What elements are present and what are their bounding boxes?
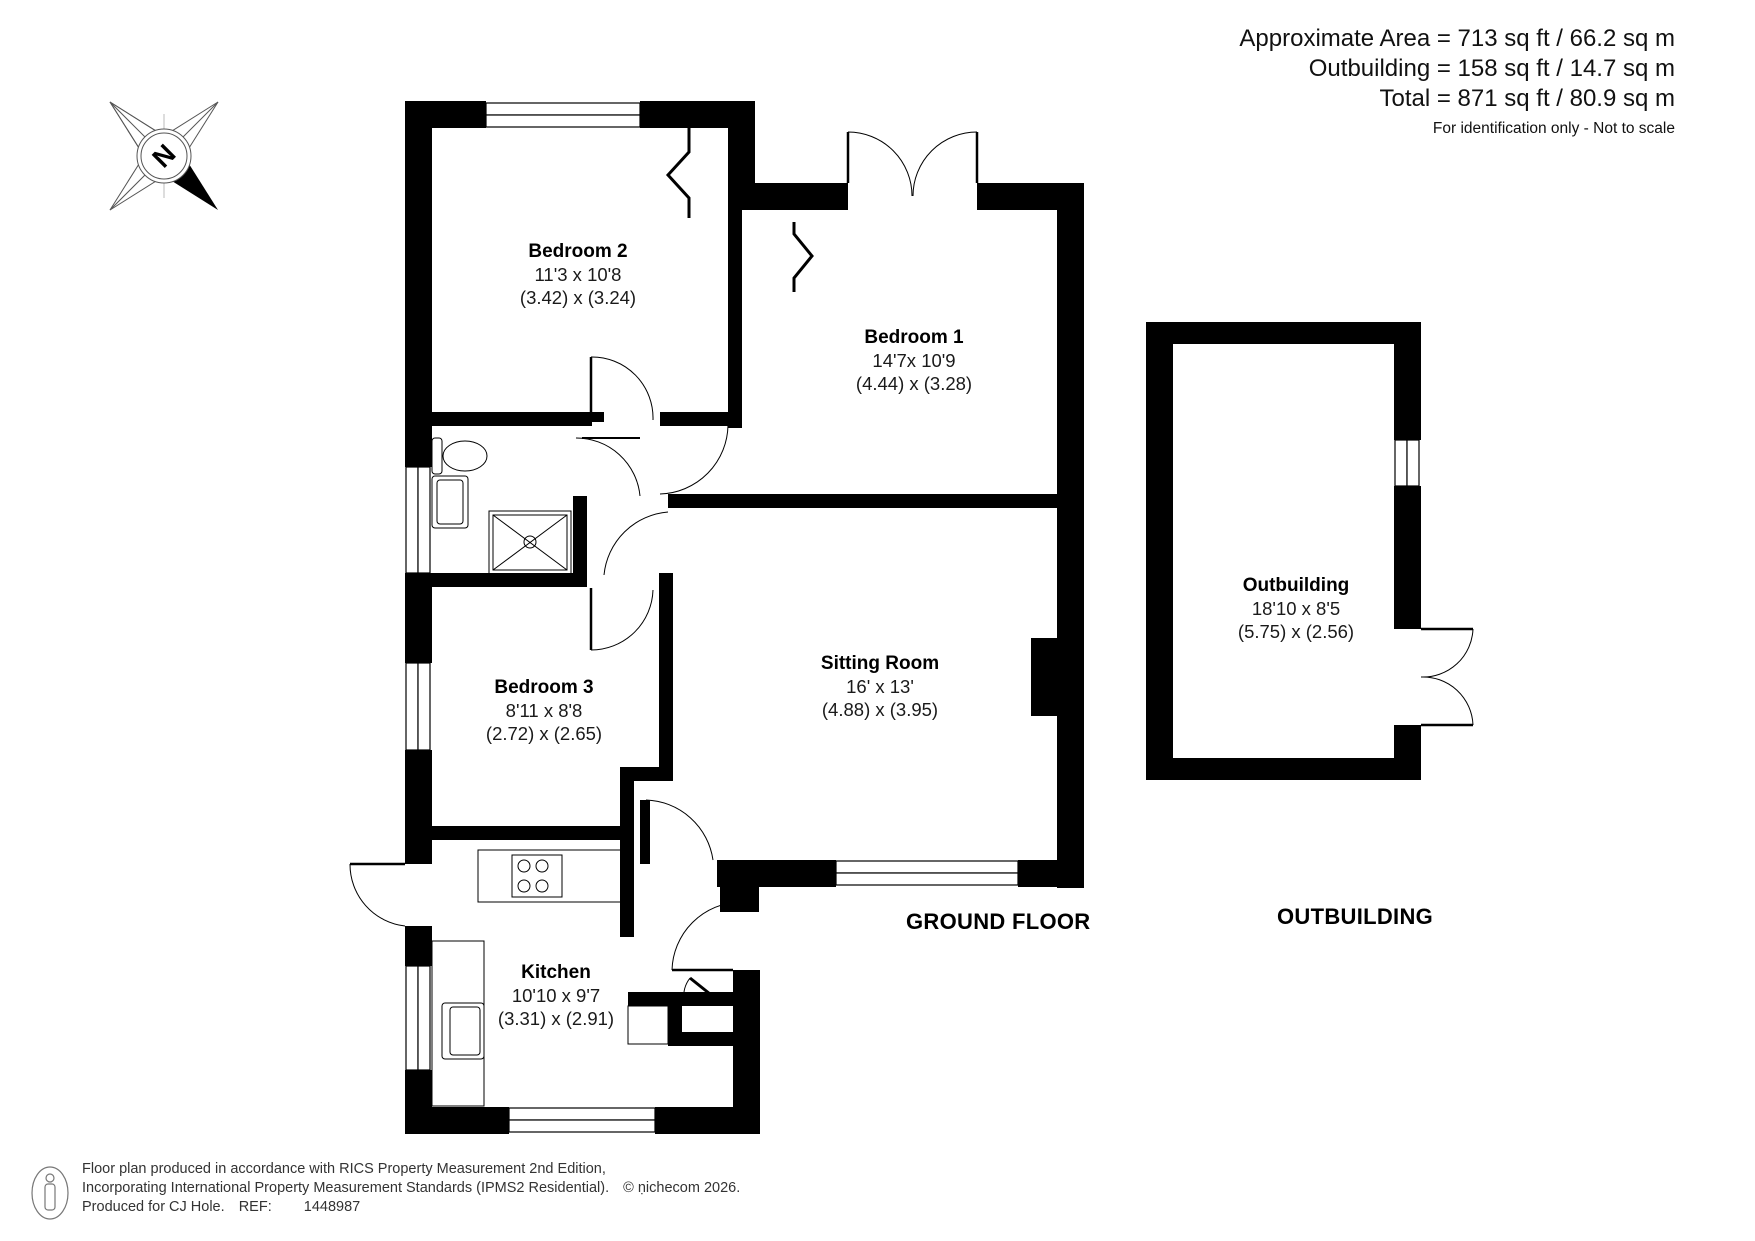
fixtures [431,437,669,1107]
footer-notes: Floor plan produced in accordance with R… [82,1160,740,1217]
room-dimensions-imperial: 11'3 x 10'8 [534,264,622,285]
windows [405,102,1420,1133]
scale-note: For identification only - Not to scale [1432,120,1675,137]
footer-line-1: Floor plan produced in accordance with R… [82,1161,606,1177]
room-dimensions-imperial: 18'10 x 8'5 [1251,598,1341,619]
room-dimensions-metric: (3.42) x (3.24) [519,287,637,308]
room-name: Outbuilding [1242,575,1350,596]
footer-copyright: © ṇichecom 2026. [623,1180,741,1196]
room-dimensions-metric: (3.31) x (2.91) [497,1008,615,1029]
room-dimensions-imperial: 16' x 13' [846,676,914,697]
room-dimensions-metric: (2.72) x (2.65) [485,723,603,744]
room-sitting-room: Sitting Room 16' x 13' (4.88) x (3.95) [821,652,939,721]
room-dimensions-metric: (4.44) x (3.28) [855,373,973,394]
footer-line-3: Produced for CJ Hole. REF: 1448987 [82,1198,740,1217]
room-bedroom-3: Bedroom 3 8'11 x 8'8 (2.72) x (2.65) [486,676,602,745]
room-name: Bedroom 3 [494,677,594,698]
room-bedroom-1: Bedroom 1 14'7x 10'9 (4.44) x (3.28) [856,326,972,395]
compass-icon: N [109,101,219,211]
room-dimensions-imperial: 8'11 x 8'8 [505,700,583,721]
room-outbuilding: Outbuilding 18'10 x 8'5 (5.75) x (2.56) [1238,574,1354,643]
area-summary: Approximate Area = 713 sq ft / 66.2 sq m… [1239,24,1675,138]
room-kitchen: Kitchen 10'10 x 9'7 (3.31) x (2.91) [498,961,614,1030]
room-bedroom-2: Bedroom 2 11'3 x 10'8 (3.42) x (3.24) [520,240,636,309]
footer-ref-label: REF: [238,1199,272,1215]
room-dimensions-metric: (4.88) x (3.95) [821,699,939,720]
outbuilding-title: OUTBUILDING [1277,904,1434,929]
room-name: Bedroom 1 [864,327,964,348]
walls [405,101,1421,1134]
room-name: Sitting Room [820,653,940,674]
ground-floor-title: GROUND FLOOR [906,909,1091,934]
total-area: Total = 871 sq ft / 80.9 sq m [1379,85,1676,112]
person-icon [31,1166,69,1220]
room-name: Bedroom 2 [528,241,628,262]
footer-produced-for: Produced for CJ Hole. [82,1199,225,1215]
room-dimensions-imperial: 10'10 x 9'7 [511,985,601,1006]
footer-standards: Incorporating International Property Mea… [82,1180,610,1196]
approximate-area: Approximate Area = 713 sq ft / 66.2 sq m [1239,25,1675,52]
footer-line-2: Incorporating International Property Mea… [82,1179,740,1198]
outbuilding-area: Outbuilding = 158 sq ft / 14.7 sq m [1308,55,1675,82]
doors [349,128,1474,1004]
room-dimensions-metric: (5.75) x (2.56) [1237,621,1355,642]
room-name: Kitchen [521,962,591,983]
room-dimensions-imperial: 14'7x 10'9 [872,350,956,371]
footer-ref-value: 1448987 [303,1199,361,1215]
